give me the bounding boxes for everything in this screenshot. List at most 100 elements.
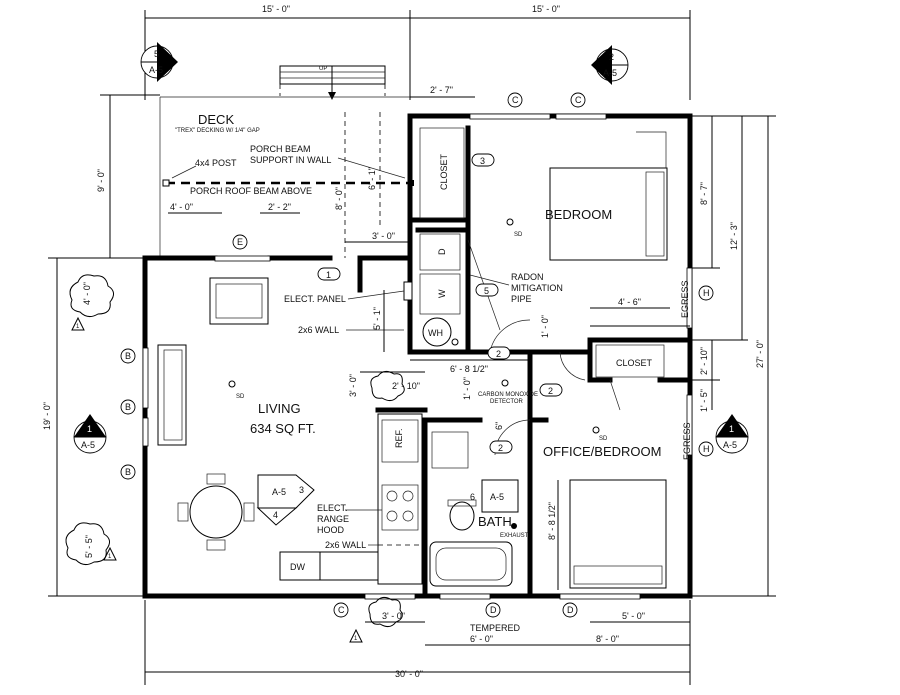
- armchair: [209, 277, 269, 325]
- sec1r-num: 1: [729, 424, 734, 434]
- int-elev-n1: 3: [299, 485, 304, 495]
- door-tag-1: 1: [326, 270, 331, 280]
- vanity: [431, 431, 469, 469]
- dim-elec-5-1: 5' - 1": [372, 307, 382, 330]
- tag-c-1: C: [512, 95, 519, 105]
- ref-label: REF.: [394, 428, 404, 448]
- closet-office: [595, 344, 665, 378]
- dryer-label: D: [437, 248, 447, 255]
- closet-bedroom-label: CLOSET: [439, 153, 449, 190]
- tag-b-2: B: [125, 402, 131, 412]
- wall-2x6-b: 2x6 WALL: [325, 540, 366, 550]
- washer: [419, 273, 461, 315]
- hall: 6' - 8 1/2" 1' - 0" 1' - 0" CARBON MONOX…: [410, 315, 586, 456]
- sd-label-office: SD: [599, 436, 608, 442]
- tag-c-2: C: [575, 95, 582, 105]
- landscape-tag-1: 1: [76, 324, 80, 330]
- tag-d-2: D: [567, 605, 574, 615]
- sec1l-num: 1: [87, 424, 92, 434]
- radon-label-1: RADON: [511, 272, 544, 282]
- dim-bottom-5-0: 5' - 0": [622, 611, 645, 621]
- door-tags: 1 3 5 2 2 2: [317, 153, 563, 454]
- dim-hall-6-8: 6' - 8 1/2": [450, 364, 488, 374]
- dim-right-closet: 2' - 10": [699, 347, 709, 375]
- range-hood-2: RANGE: [317, 514, 349, 524]
- water-heater: [422, 317, 452, 347]
- dim-deck-4-0: 4' - 0": [170, 202, 193, 212]
- water-heater-label: WH: [428, 328, 443, 338]
- dishwasher: [279, 551, 321, 581]
- dim-left-deck: 9' - 0": [96, 169, 106, 192]
- landscape-tag-3: 1: [354, 636, 358, 642]
- living: LIVING 634 SQ FT. SD ELECT. PANEL 2x6 WA…: [157, 277, 413, 551]
- dim-deck-8-0: 8' - 0": [334, 187, 344, 210]
- bathtub: [429, 541, 513, 587]
- office-bedroom: CLOSET OFFICE/BEDROOM SD 8' - 8 1/2" EGR…: [543, 344, 692, 590]
- kitchen: REF. ELECT. RANGE HOOD 2x6 WALL DW 3' - …: [279, 371, 425, 585]
- section-marker-1-right: 1 A-5: [715, 414, 749, 454]
- sec5-sheet: A-5: [149, 65, 163, 75]
- section-marker-1-left: 1 A-5: [73, 414, 107, 454]
- tag-b-1: B: [125, 351, 131, 361]
- bed: [549, 167, 668, 261]
- dim-right-total: 27' - 0": [755, 340, 765, 368]
- washer-label: W: [437, 289, 447, 298]
- sec2-num: 2: [609, 52, 614, 62]
- deck-label: DECK: [198, 112, 234, 127]
- section-marker-2: 2 A-5: [591, 45, 629, 85]
- windows: [142, 113, 693, 600]
- dim-bottom-6-0: 6' - 0": [470, 634, 493, 644]
- bottom-dimensions: 3' - 0" TEMPERED 6' - 0" 5' - 0" 8' - 0": [365, 611, 690, 646]
- smoke-detector-living-icon: [228, 380, 236, 388]
- dim-deck-2-7: 2' - 7": [430, 85, 453, 95]
- range-hood-3: HOOD: [317, 525, 345, 535]
- dim-office-8-8: 8' - 8 1/2": [547, 502, 557, 540]
- dw-label: DW: [290, 562, 305, 572]
- exhaust-fan-icon: [511, 523, 517, 529]
- int-elev-n2: 4: [273, 510, 278, 520]
- sec1l-sheet: A-5: [81, 440, 95, 450]
- post-icon: [162, 179, 170, 187]
- co-label-2: DETECTOR: [490, 399, 524, 405]
- wall-2x6-a: 2x6 WALL: [298, 325, 339, 335]
- dim-hall-1-0b: 1' - 0": [462, 377, 472, 400]
- dim-deck-2-2: 2' - 2": [268, 202, 291, 212]
- egress-lower: EGRESS: [682, 422, 692, 460]
- dim-deck-6-1: 6' - 1": [367, 167, 377, 190]
- door-tag-2b: 2: [548, 386, 553, 396]
- dim-right-bed: 8' - 7": [699, 182, 709, 205]
- stair-arrow-icon: [328, 92, 336, 100]
- bedroom: BEDROOM SD CLOSET 4' - 6" EGRESS: [419, 127, 690, 327]
- dim-left-total: 19' - 0": [42, 402, 52, 430]
- tag-c-3: C: [338, 605, 345, 615]
- closet-office-label: CLOSET: [616, 358, 653, 368]
- office-label: OFFICE/BEDROOM: [543, 444, 661, 459]
- sec1r-sheet: A-5: [723, 440, 737, 450]
- tempered-label: TEMPERED: [470, 623, 521, 633]
- bath-elevation-marker: A-5 6: [470, 479, 519, 513]
- dryer: [419, 233, 461, 271]
- dining-table: [189, 485, 243, 539]
- dim-bottom-8-0: 8' - 0": [596, 634, 619, 644]
- door-swing: [489, 319, 531, 353]
- co-label-1: CARBON MONOXIDE: [478, 392, 538, 398]
- range: [381, 484, 419, 531]
- door-tag-5: 5: [484, 286, 489, 296]
- smoke-detector-icon: [506, 218, 514, 226]
- closet-bedroom: [419, 127, 465, 219]
- dim-right-egress-lower: 1' - 5": [699, 389, 709, 412]
- dim-bath-6: 6": [494, 422, 504, 430]
- door-tag-3: 3: [480, 156, 485, 166]
- interior-elevation-marker: A-5 3 4: [256, 474, 315, 526]
- porch-beam-label-2: SUPPORT IN WALL: [250, 155, 331, 165]
- office-bed: [569, 479, 667, 589]
- radon-label-2: MITIGATION: [511, 283, 563, 293]
- exhaust-label: EXHAUST: [500, 533, 529, 539]
- tag-b-3: B: [125, 467, 131, 477]
- range-hood-1: ELECT.: [317, 503, 348, 513]
- radon-label-3: PIPE: [511, 294, 532, 304]
- bath-elev-sheet: A-5: [490, 492, 504, 502]
- toilet: [449, 501, 475, 531]
- sofa: [157, 344, 187, 446]
